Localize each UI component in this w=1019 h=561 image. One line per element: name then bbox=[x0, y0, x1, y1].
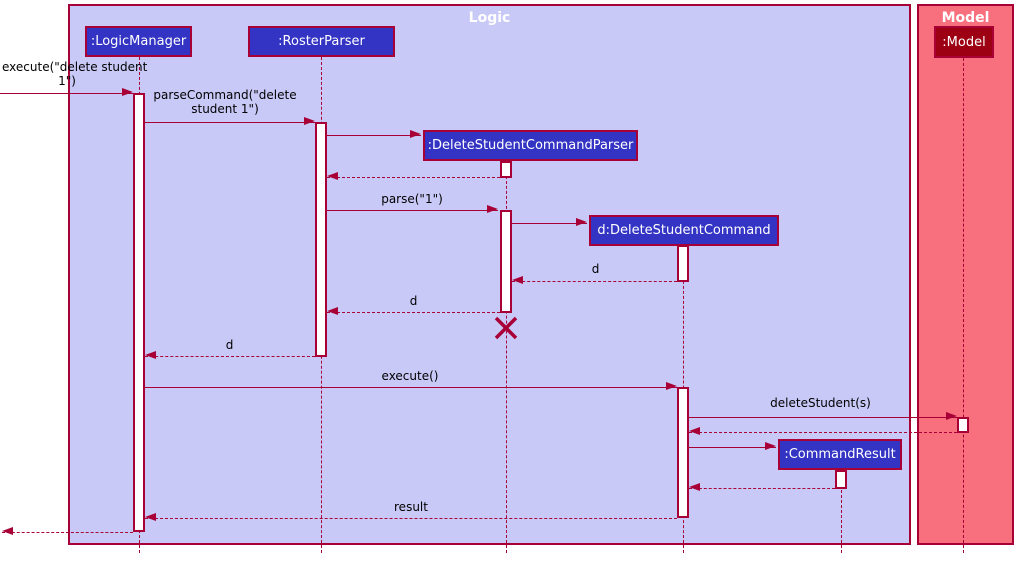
participant-label: :DeleteStudentCommandParser bbox=[427, 138, 634, 153]
participant-label: d:DeleteStudentCommand bbox=[597, 223, 771, 238]
message-label-return-d: d bbox=[409, 294, 418, 308]
arrowhead-right-icon bbox=[946, 412, 957, 420]
arrowhead-left-icon bbox=[145, 351, 156, 359]
message-label-return-d: d bbox=[591, 262, 600, 276]
message-create-parser bbox=[327, 135, 421, 136]
frame-model-title: Model bbox=[941, 10, 990, 26]
message-return-d-to-logic bbox=[145, 356, 315, 357]
participant-roster-parser: :RosterParser bbox=[248, 26, 395, 57]
message-return-from-model bbox=[689, 432, 957, 433]
participant-delete-student-command-parser: :DeleteStudentCommandParser bbox=[423, 130, 638, 161]
message-label-delete-student: deleteStudent(s) bbox=[770, 396, 871, 410]
arrowhead-left-icon bbox=[145, 513, 156, 521]
arrowhead-left-icon bbox=[512, 276, 523, 284]
activation-command-execute bbox=[677, 387, 689, 518]
lifeline-command-result bbox=[841, 470, 842, 553]
arrowhead-left-icon bbox=[327, 172, 338, 180]
message-label-result: result bbox=[394, 500, 428, 514]
activation-logic-manager bbox=[133, 93, 145, 532]
participant-model: :Model bbox=[934, 26, 994, 58]
message-parse-1 bbox=[327, 210, 498, 211]
arrowhead-left-icon bbox=[2, 527, 13, 535]
message-label-execute-in: execute("delete student 1") bbox=[2, 60, 148, 88]
arrowhead-right-icon bbox=[122, 88, 133, 96]
lifeline-delete-student-command-parser bbox=[506, 161, 507, 553]
arrowhead-left-icon bbox=[689, 427, 700, 435]
message-return-command-result bbox=[689, 488, 835, 489]
message-delete-student bbox=[689, 417, 957, 418]
arrowhead-right-icon bbox=[410, 130, 421, 138]
arrowhead-right-icon bbox=[576, 218, 587, 226]
participant-label: :Model bbox=[942, 34, 986, 50]
message-execute bbox=[145, 387, 677, 388]
activation-model bbox=[957, 417, 969, 433]
participant-delete-student-command: d:DeleteStudentCommand bbox=[589, 215, 779, 246]
activation-command-construct bbox=[677, 245, 689, 282]
arrowhead-right-icon bbox=[765, 442, 776, 450]
arrowhead-left-icon bbox=[327, 307, 338, 315]
message-return-d-to-parser bbox=[512, 281, 677, 282]
message-create-command-result bbox=[689, 447, 776, 448]
message-create-command bbox=[512, 223, 587, 224]
message-label-return-d: d bbox=[225, 338, 234, 352]
participant-label: :CommandResult bbox=[784, 447, 896, 462]
participant-logic-manager: :LogicManager bbox=[85, 26, 192, 57]
message-execute-in bbox=[0, 93, 133, 94]
message-label-execute: execute() bbox=[381, 369, 439, 383]
message-return-parser-created bbox=[327, 177, 500, 178]
frame-model: Model bbox=[917, 4, 1014, 545]
destroy-icon bbox=[494, 316, 518, 340]
frame-logic: Logic bbox=[68, 4, 911, 545]
activation-roster-parser bbox=[315, 122, 327, 357]
message-parse-command bbox=[145, 122, 315, 123]
message-result bbox=[145, 518, 677, 519]
lifeline-model bbox=[963, 58, 964, 553]
activation-parser-parse bbox=[500, 210, 512, 313]
message-return-d-to-roster bbox=[327, 312, 500, 313]
message-return-out bbox=[2, 532, 133, 533]
frame-logic-title: Logic bbox=[468, 10, 511, 26]
arrowhead-left-icon bbox=[689, 483, 700, 491]
activation-parser-construct bbox=[500, 161, 512, 178]
participant-label: :RosterParser bbox=[278, 34, 365, 49]
arrowhead-right-icon bbox=[304, 117, 315, 125]
arrowhead-right-icon bbox=[666, 382, 677, 390]
participant-label: :LogicManager bbox=[90, 34, 187, 49]
message-label-parse-command: parseCommand("delete student 1") bbox=[153, 88, 297, 116]
arrowhead-right-icon bbox=[487, 205, 498, 213]
activation-command-result bbox=[835, 470, 847, 489]
message-label-parse-1: parse("1") bbox=[381, 192, 443, 206]
participant-command-result: :CommandResult bbox=[778, 439, 902, 470]
